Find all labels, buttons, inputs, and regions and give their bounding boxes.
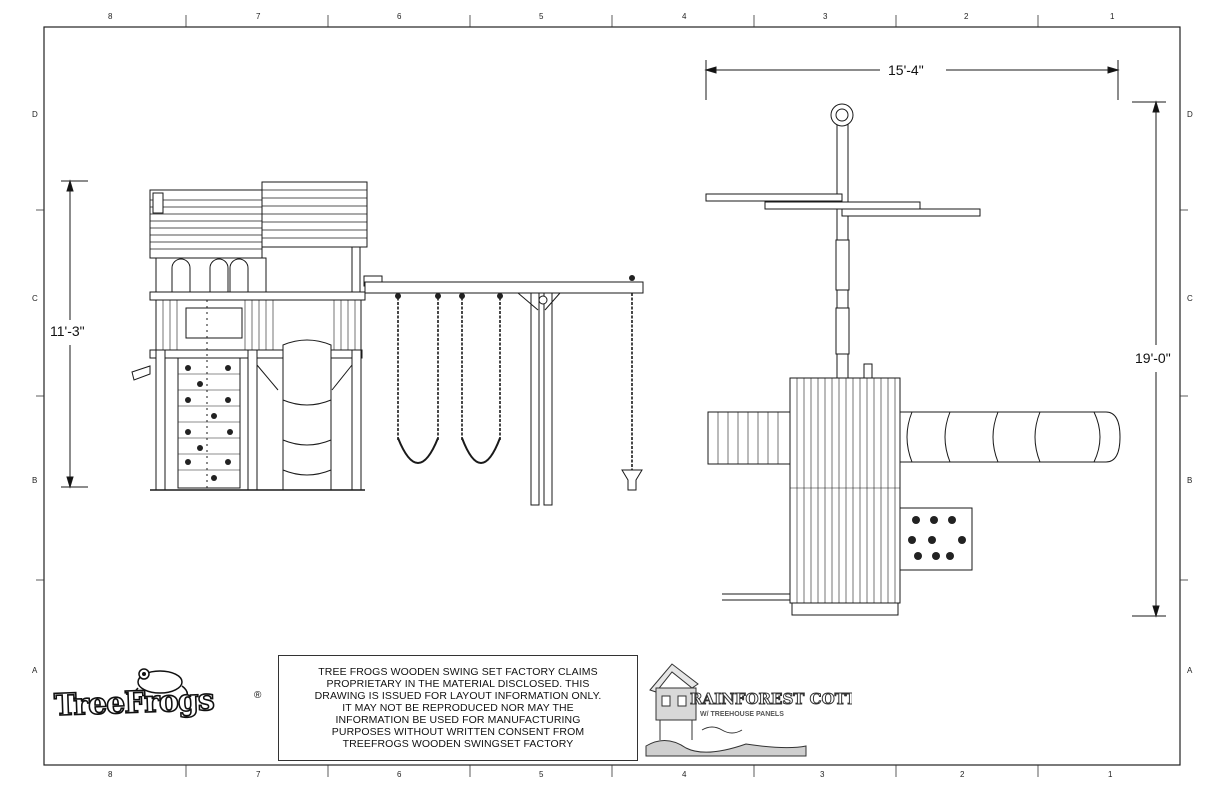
zone-row-a-right: A [1187,666,1193,675]
zone-col-4-top: 4 [682,12,687,21]
zone-col-8-top: 8 [108,12,113,21]
zone-col-3-bottom: 3 [820,770,825,779]
zone-col-5-bottom: 5 [539,770,544,779]
proprietary-notice: TREE FROGS WOODEN SWING SET FACTORY CLAI… [278,655,638,761]
product-subtitle: W/ TREEHOUSE PANELS [700,711,784,718]
logo-text: TreeFrogs [54,683,215,724]
zone-row-c-left: C [32,294,38,303]
treefrogs-logo-graphic: TreeFrogs ® [53,668,262,724]
zone-row-a-left: A [32,666,38,675]
frog-icon [125,668,189,699]
notice-line: INFORMATION BE USED FOR MANUFACTURING [335,714,581,726]
notice-line: IT MAY NOT BE REPRODUCED NOR MAY THE [342,702,574,714]
zone-col-3-top: 3 [823,12,828,21]
zone-col-7-bottom: 7 [256,770,261,779]
notice-line: PROPRIETARY IN THE MATERIAL DISCLOSED. T… [326,678,590,690]
treehouse-icon [645,663,807,757]
zone-row-b-right: B [1187,476,1193,485]
product-title: RAINFOREST COTTAGE [690,690,852,708]
notice-line: TREE FROGS WOODEN SWING SET FACTORY CLAI… [318,666,598,678]
zone-col-4-bottom: 4 [682,770,687,779]
dimension-side-height: 11'-3" [48,323,87,339]
cottage-illustration: RAINFOREST COTTAGE W/ TREEHOUSE PANELS [645,663,852,757]
zone-col-6-bottom: 6 [397,770,402,779]
zone-col-5-top: 5 [539,12,544,21]
zone-col-1-top: 1 [1110,12,1115,21]
treefrogs-logo: TreeFrogs ® [48,660,273,730]
side-elevation [61,179,644,506]
zone-ticks [36,15,1188,777]
notice-text: TREE FROGS WOODEN SWING SET FACTORY CLAI… [315,666,602,750]
zone-col-2-top: 2 [964,12,969,21]
zone-col-6-top: 6 [397,12,402,21]
dimension-top-width: 15'-4" [886,62,926,78]
zone-col-2-bottom: 2 [960,770,965,779]
top-view [704,60,1166,618]
zone-col-1-bottom: 1 [1108,770,1113,779]
dimension-top-depth: 19'-0" [1133,350,1173,366]
notice-line: DRAWING IS ISSUED FOR LAYOUT INFORMATION… [314,690,602,702]
zone-row-d-left: D [32,110,38,119]
zone-col-7-top: 7 [256,12,261,21]
zone-row-c-right: C [1187,294,1193,303]
zone-col-8-bottom: 8 [108,770,113,779]
zone-row-d-right: D [1187,110,1193,119]
zone-row-b-left: B [32,476,38,485]
notice-line: PURPOSES WITHOUT WRITTEN CONSENT FROM [331,726,585,738]
rainforest-cottage-logo: RAINFOREST COTTAGE W/ TREEHOUSE PANELS [642,660,852,760]
notice-line: TREEFROGS WOODEN SWINGSET FACTORY [342,738,574,750]
registered-mark: ® [254,690,262,701]
